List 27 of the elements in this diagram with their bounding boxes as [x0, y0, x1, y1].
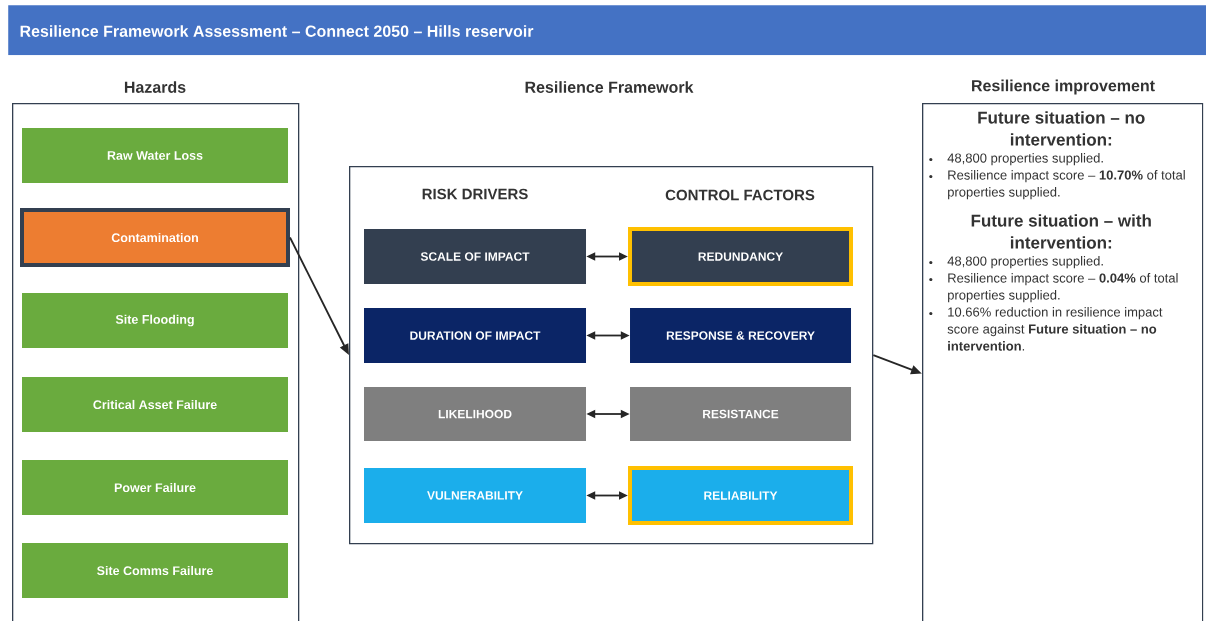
factor-box: RELIABILITY: [628, 466, 853, 525]
bullet-text: Resilience impact score – 0.04% of total properties supplied.: [948, 273, 1178, 303]
title-bar: Resilience Framework Assessment – Connect 2050 – Hills reservoir: [8, 5, 1206, 56]
hazard-box: Raw Water Loss: [22, 128, 288, 183]
factor-box: VULNERABILITY: [364, 468, 586, 523]
hazard-box: Contamination: [20, 208, 290, 267]
bullet-text: 48,800 properties supplied.: [947, 153, 1103, 166]
bullet-text: Resilience impact score – 10.70% of total properties supplied.: [948, 170, 1185, 200]
factor-box: DURATION OF IMPACT: [364, 308, 586, 363]
column-heading: RISK DRIVERS: [422, 188, 528, 200]
hazard-box: Power Failure: [22, 460, 288, 515]
bullet-text: 10.66% reduction in resilience impact score against Future situation – no intervention.: [947, 307, 1163, 351]
panel-heading: Resilience improvement: [972, 79, 1155, 95]
subheading: Future situation – no intervention:: [978, 111, 1145, 146]
factor-box: RESISTANCE: [630, 387, 851, 441]
factor-box: LIKELIHOOD: [364, 387, 586, 441]
bullet-text: 48,800 properties supplied.: [947, 256, 1103, 269]
panel-heading: Resilience Framework: [525, 81, 694, 93]
factor-box: RESPONSE & RECOVERY: [630, 308, 851, 363]
hazard-box: Site Comms Failure: [22, 543, 288, 598]
hazard-box: Site Flooding: [22, 293, 288, 348]
panel-heading: Hazards: [124, 81, 186, 93]
factor-box: REDUNDANCY: [628, 227, 853, 286]
column-heading: CONTROL FACTORS: [665, 189, 815, 201]
factor-box: SCALE OF IMPACT: [364, 229, 586, 284]
subheading: Future situation – with intervention:: [971, 214, 1151, 249]
hazard-box: Critical Asset Failure: [22, 377, 288, 432]
